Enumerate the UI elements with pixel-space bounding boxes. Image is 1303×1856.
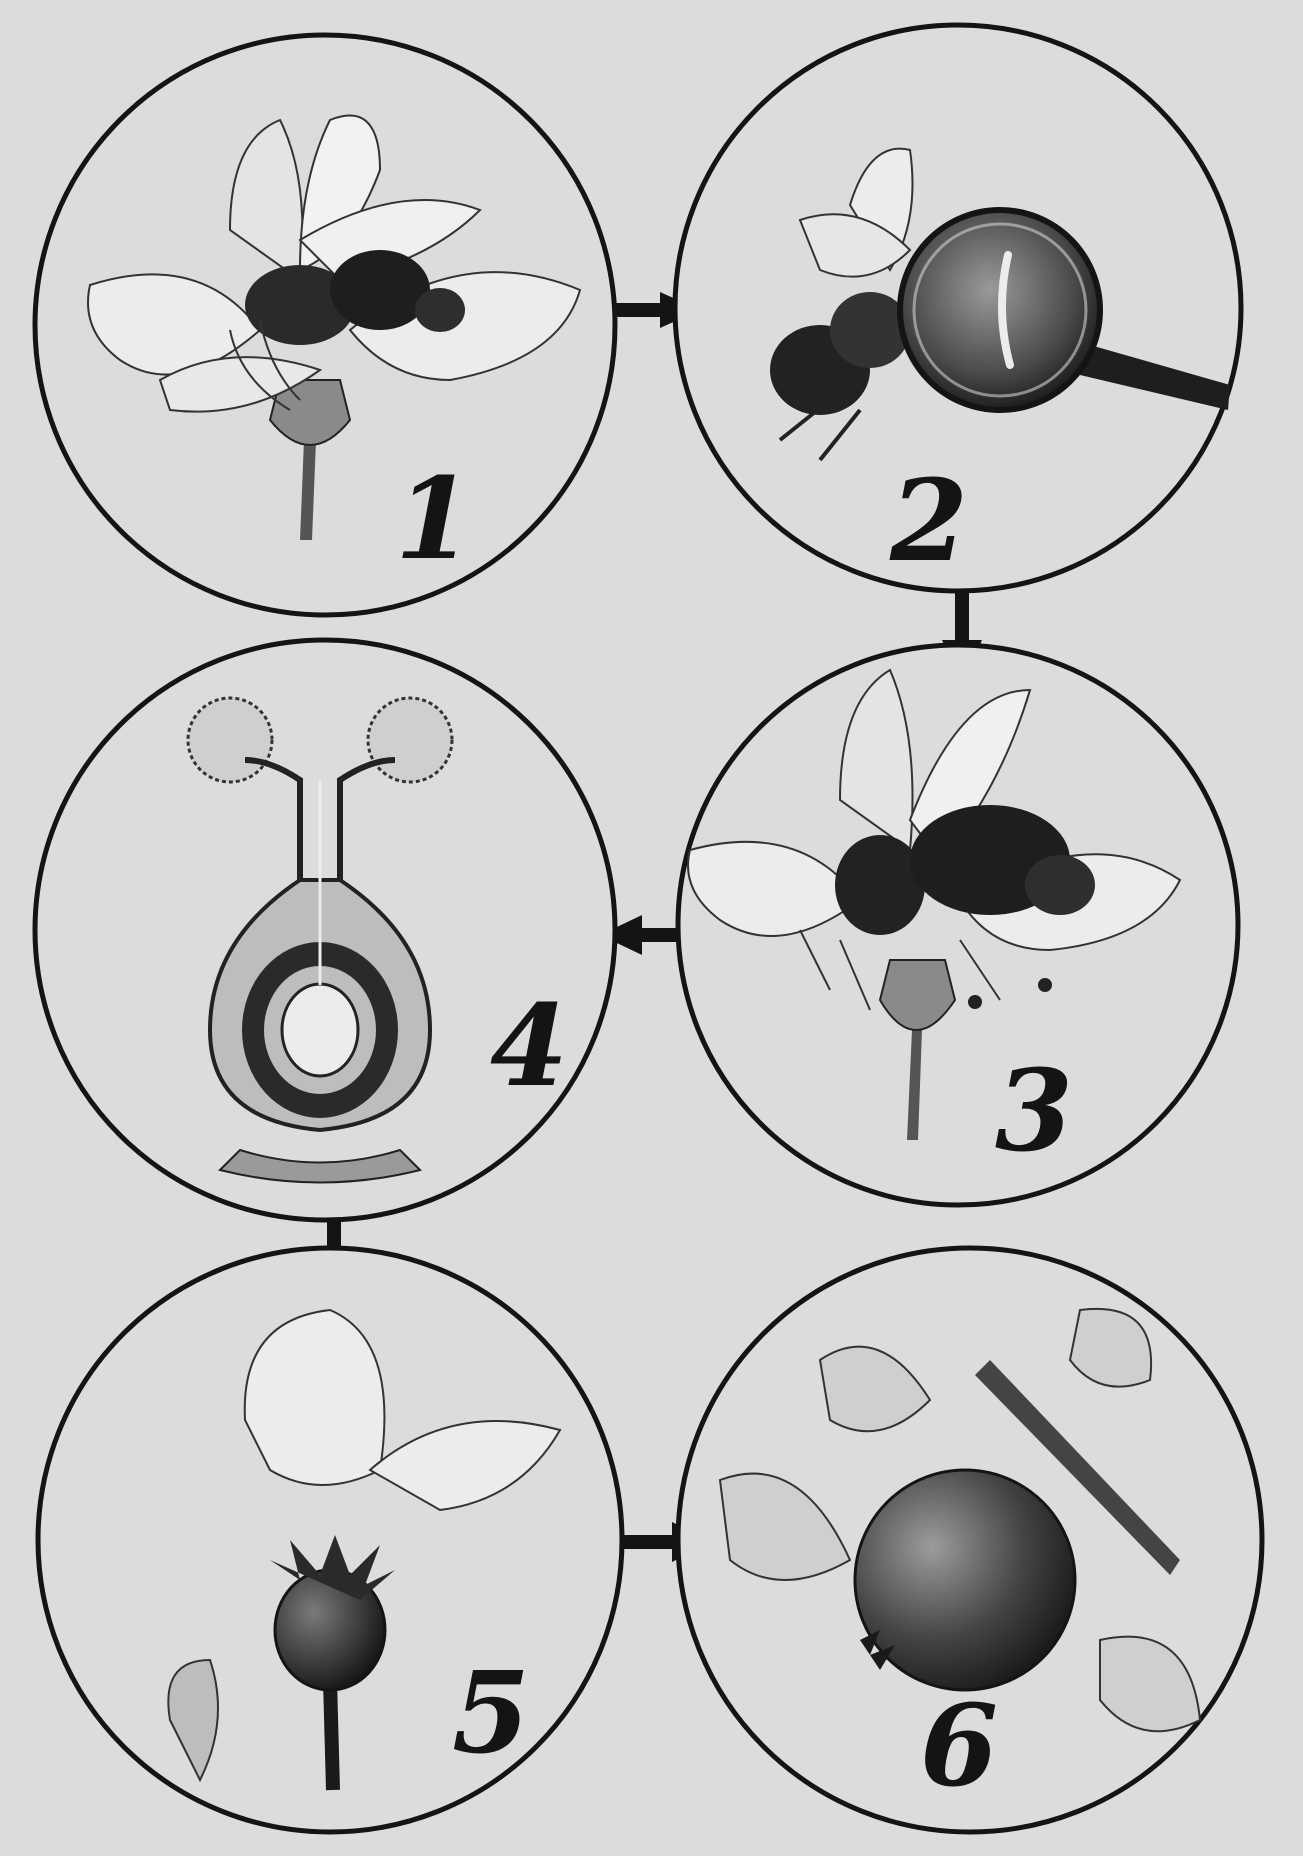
stage-6: 6 — [678, 1248, 1262, 1832]
stage-1-number: 1 — [395, 454, 473, 585]
stage-3-number: 3 — [995, 1046, 1073, 1177]
stage-2: 2 — [675, 25, 1241, 591]
stage-4-number: 4 — [490, 981, 568, 1112]
stage-1: 1 — [35, 35, 615, 615]
stage-2-number: 2 — [889, 456, 968, 587]
stage-3: 3 — [678, 645, 1238, 1205]
stage-5-number: 5 — [452, 1648, 530, 1779]
stage-6-number: 6 — [920, 1681, 998, 1812]
stage-4: 4 — [35, 640, 615, 1220]
stage-5: 5 — [38, 1248, 622, 1832]
